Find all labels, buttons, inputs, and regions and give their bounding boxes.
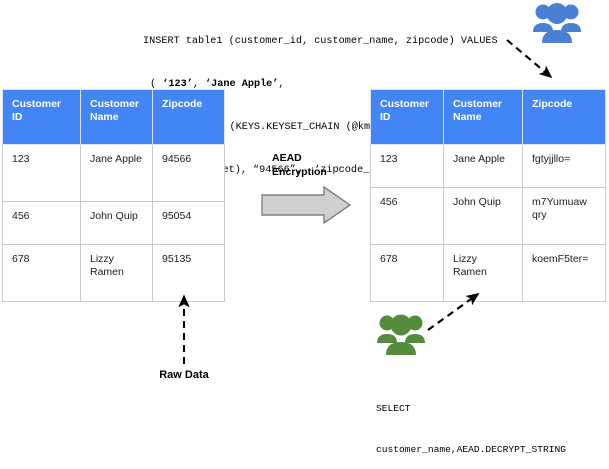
column-header-zipcode: Zipcode: [152, 89, 225, 145]
select-sql-line-1: SELECT: [376, 403, 411, 415]
cell-zipcode: 95135: [152, 244, 225, 302]
insert-sql-value-customer-name: ‘Jane Apple’: [205, 79, 279, 91]
plaintext-customer-table: Customer ID Customer Name Zipcode 123 Ja…: [2, 89, 225, 302]
table-header-row: Customer ID Customer Name Zipcode: [2, 89, 225, 145]
insert-sql-line-2-mid: ,: [192, 79, 206, 91]
encryption-flow-arrow-icon: [260, 185, 352, 225]
cell-zipcode: 95054: [152, 201, 225, 245]
cell-customer-name: Lizzy Ramen: [443, 244, 523, 302]
cell-customer-id: 678: [2, 244, 81, 302]
table-row: 456 John Quip 95054: [2, 201, 225, 245]
people-group-icon: [532, 1, 582, 45]
raw-data-label: Raw Data: [159, 369, 209, 381]
cell-customer-name: John Quip: [443, 187, 523, 245]
cell-zipcode-encrypted: koemF5ter=: [522, 244, 606, 302]
cell-zipcode-encrypted: m7Yumuaw qry: [522, 187, 606, 245]
table-row: 123 Jane Apple 94566: [2, 144, 225, 202]
column-header-customer-name: Customer Name: [80, 89, 153, 145]
column-header-customer-name: Customer Name: [443, 89, 523, 145]
insert-to-encrypted-arrow: [506, 39, 553, 79]
cell-customer-name: Jane Apple: [80, 144, 153, 202]
insert-sql-line-2-suffix: ,: [278, 79, 285, 91]
aead-encryption-label: AEAD Encryption: [272, 152, 327, 178]
select-sql-statement: SELECT customer_name,AEAD.DECRYPT_STRING…: [376, 375, 566, 469]
column-header-customer-id: Customer ID: [370, 89, 444, 145]
cell-zipcode-encrypted: fgtyjjllo=: [522, 144, 606, 188]
cell-customer-id: 123: [370, 144, 444, 188]
select-sql-line-2: customer_name,AEAD.DECRYPT_STRING: [376, 443, 566, 455]
cell-customer-name: Jane Apple: [443, 144, 523, 188]
table-row: 456 John Quip m7Yumuaw qry: [370, 187, 606, 245]
cell-customer-id: 123: [2, 144, 81, 202]
column-header-customer-id: Customer ID: [2, 89, 81, 145]
cell-customer-id: 678: [370, 244, 444, 302]
insert-sql-line-1: INSERT table1 (customer_id, customer_nam…: [143, 35, 498, 47]
table-row: 678 Lizzy Ramen 95135: [2, 244, 225, 302]
table-row: 123 Jane Apple fgtyjjllo=: [370, 144, 606, 188]
column-header-zipcode: Zipcode: [522, 89, 606, 145]
cell-customer-id: 456: [370, 187, 444, 245]
cell-customer-name: John Quip: [80, 201, 153, 245]
cell-zipcode: 94566: [152, 144, 225, 202]
table-row: 678 Lizzy Ramen koemF5ter=: [370, 244, 606, 302]
insert-sql-line-2: ( ‘123’, ‘Jane Apple’,: [143, 78, 498, 92]
insert-sql-line-2-prefix: (: [150, 79, 163, 91]
people-group-icon: [376, 310, 426, 364]
table-header-row: Customer ID Customer Name Zipcode: [370, 89, 606, 145]
insert-sql-value-customer-id: ‘123’: [162, 79, 193, 91]
cell-customer-id: 456: [2, 201, 81, 245]
cell-customer-name: Lizzy Ramen: [80, 244, 153, 302]
encrypted-customer-table: Customer ID Customer Name Zipcode 123 Ja…: [370, 89, 606, 302]
